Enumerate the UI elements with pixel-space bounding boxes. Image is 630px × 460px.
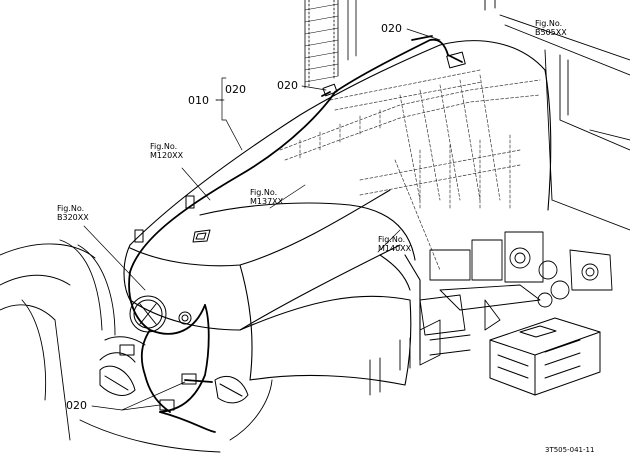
connectors	[119, 51, 466, 411]
fig-ref-value: M140XX	[378, 244, 412, 253]
frame-rails	[369, 319, 441, 396]
hood-panel-lines	[279, 69, 541, 271]
fig-ref-head: Fig.No.	[250, 188, 278, 197]
leader-lines	[83, 28, 441, 411]
front-grille	[99, 295, 192, 363]
fig-ref-head: Fig.No.	[57, 204, 85, 213]
fig-ref-m140: Fig.No. M140XX	[378, 236, 411, 253]
headlights	[99, 365, 249, 404]
callout-020-bracket: 020	[225, 83, 246, 96]
fig-ref-head: Fig.No.	[150, 142, 178, 151]
fig-ref-head: Fig.No.	[378, 235, 406, 244]
engine-components	[419, 231, 613, 356]
wire-harness	[128, 35, 463, 433]
callout-020-top: 020	[381, 22, 402, 35]
fig-ref-value: B320XX	[57, 213, 89, 222]
fig-ref-head: Fig.No.	[535, 19, 563, 28]
fig-ref-value: B505XX	[535, 28, 567, 37]
front-tire-arcs	[0, 239, 273, 453]
hood-body	[123, 40, 552, 386]
callout-020-mid: 020	[277, 79, 298, 92]
callout-010: 010	[188, 94, 209, 107]
callout-020-bottom: 020	[66, 399, 87, 412]
exhaust-pipe	[304, 0, 357, 89]
fig-ref-b505: Fig.No. B505XX	[535, 20, 567, 37]
fig-ref-value: M137XX	[250, 197, 284, 206]
fig-ref-value: M120XX	[150, 151, 184, 160]
fig-ref-m120: Fig.No. M120XX	[150, 143, 183, 160]
fig-ref-b320: Fig.No. B320XX	[57, 205, 89, 222]
battery-box	[489, 317, 601, 396]
fig-ref-m137: Fig.No. M137XX	[250, 189, 283, 206]
drawing-code: 3T505-041-11	[545, 446, 595, 454]
